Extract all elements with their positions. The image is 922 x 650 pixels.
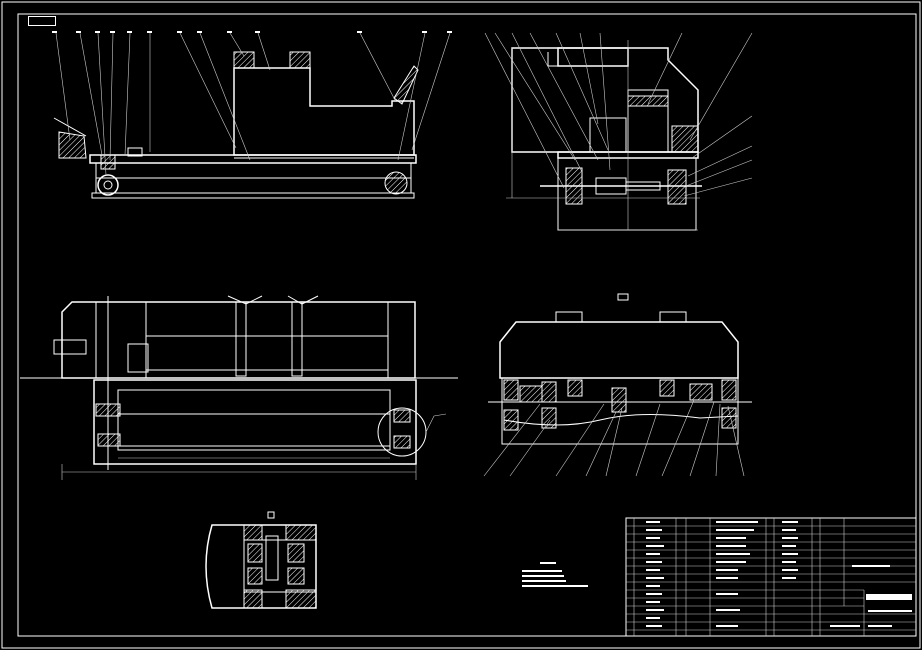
- plan-view: [20, 295, 458, 480]
- detail-view: [205, 511, 317, 609]
- drawing-title-tag: [28, 16, 56, 26]
- technical-notes: [522, 562, 588, 587]
- inner-border: [17, 13, 917, 637]
- parts-list-table: [625, 517, 917, 637]
- front-elevation-view: [52, 31, 452, 199]
- section-view: [483, 293, 752, 477]
- side-elevation-view: [484, 32, 753, 231]
